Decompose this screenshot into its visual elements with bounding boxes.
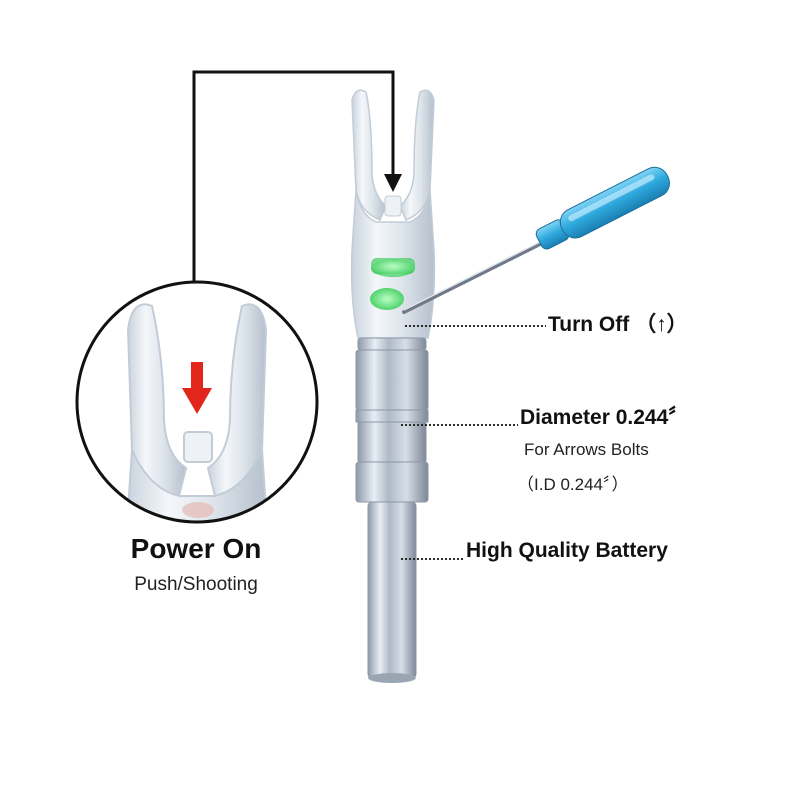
- power-on-subtitle: Push/Shooting: [134, 574, 258, 595]
- led-switch: [370, 288, 404, 310]
- power-connector-line: [192, 70, 402, 282]
- battery-label: High Quality Battery: [466, 539, 668, 562]
- turn-off-leader: [404, 325, 546, 327]
- turn-off-label: Turn Off （↑）: [548, 313, 688, 336]
- id-size-label: （I.D 0.244〞）: [517, 475, 629, 494]
- power-on-inset: [75, 280, 319, 524]
- screwdriver-tool: [402, 166, 670, 314]
- red-down-arrow-icon: [182, 362, 212, 414]
- diameter-leader: [400, 424, 518, 426]
- diameter-label: Diameter 0.244〞: [520, 406, 690, 429]
- battery-leader: [400, 558, 464, 560]
- for-arrows-label: For Arrows Bolts: [524, 440, 649, 459]
- battery-shaft: [367, 501, 417, 679]
- lighted-nock: [350, 89, 436, 683]
- power-on-title: Power On: [130, 533, 262, 564]
